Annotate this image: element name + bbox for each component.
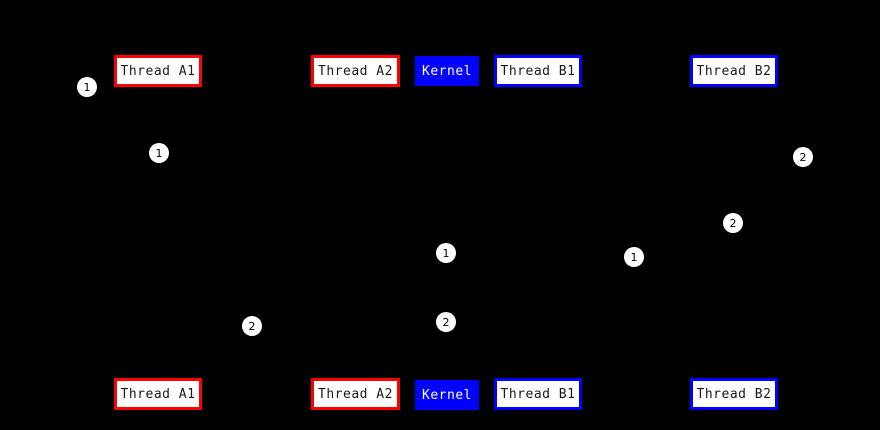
message-sequence-badge: 1 bbox=[436, 243, 456, 263]
participant-box[interactable]: Thread B2 bbox=[690, 378, 778, 410]
participant-label: Thread B1 bbox=[500, 63, 576, 79]
message-sequence-badge: 2 bbox=[242, 316, 262, 336]
participant-box[interactable]: Thread A1 bbox=[114, 55, 202, 87]
participant-box[interactable]: Thread A2 bbox=[311, 55, 400, 87]
participant-label: Thread B2 bbox=[696, 386, 772, 402]
participant-label: Kernel bbox=[422, 63, 472, 79]
message-sequence-badge: 1 bbox=[624, 247, 644, 267]
participant-label: Thread A2 bbox=[318, 386, 393, 402]
participant-box[interactable]: Thread B2 bbox=[690, 55, 778, 87]
participant-label: Thread A1 bbox=[120, 386, 196, 402]
participant-box[interactable]: Kernel bbox=[415, 380, 479, 410]
participant-label: Thread A1 bbox=[120, 63, 196, 79]
lifeline bbox=[538, 87, 539, 378]
participant-box[interactable]: Thread B1 bbox=[494, 378, 582, 410]
lifeline bbox=[158, 87, 159, 378]
participant-box[interactable]: Kernel bbox=[415, 56, 479, 86]
participant-label: Kernel bbox=[422, 387, 472, 403]
message-sequence-badge: 1 bbox=[149, 143, 169, 163]
message-sequence-badge: 2 bbox=[793, 147, 813, 167]
participant-box[interactable]: Thread A1 bbox=[114, 378, 202, 410]
participant-label: Thread B2 bbox=[696, 63, 772, 79]
message-sequence-badge: 1 bbox=[77, 77, 97, 97]
participant-box[interactable]: Thread B1 bbox=[494, 55, 582, 87]
participant-box[interactable]: Thread A2 bbox=[311, 378, 400, 410]
message-sequence-badge: 2 bbox=[723, 213, 743, 233]
participant-label: Thread B1 bbox=[500, 386, 576, 402]
lifeline bbox=[355, 87, 356, 378]
lifeline bbox=[447, 86, 448, 380]
participant-label: Thread A2 bbox=[318, 63, 393, 79]
message-sequence-badge: 2 bbox=[436, 312, 456, 332]
